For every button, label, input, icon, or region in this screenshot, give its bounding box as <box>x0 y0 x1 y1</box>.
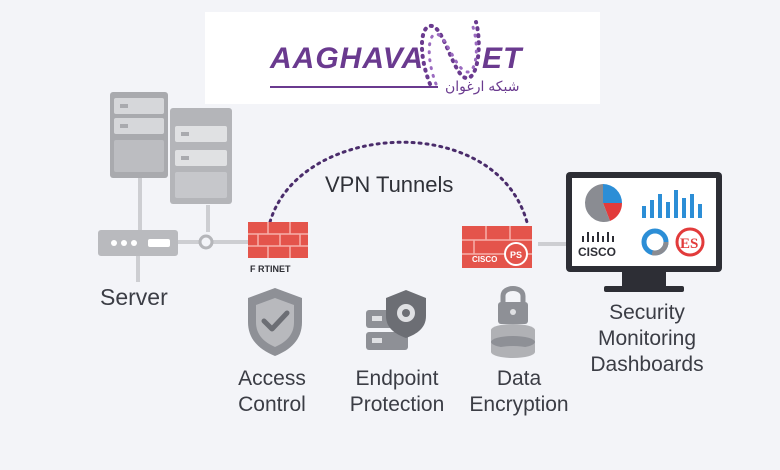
logo-subtitle: شبکه ارغوان <box>445 78 520 94</box>
access-control-line-2: Control <box>238 393 306 416</box>
server-tower-1 <box>110 92 168 178</box>
logo-underline <box>270 86 438 88</box>
cisco-firewall-brand: CISCO <box>472 255 497 264</box>
logo-background <box>205 12 600 104</box>
data-encryption-label: Data Encryption <box>456 366 582 418</box>
access-control-label: Access Control <box>222 366 322 418</box>
security-monitoring-label: Security Monitoring Dashboards <box>572 300 722 378</box>
endpoint-protection-line-1: Endpoint <box>355 367 439 390</box>
pie-chart-icon <box>584 184 623 222</box>
server-label: Server <box>100 284 168 310</box>
security-monitoring-line-2: Monitoring <box>597 327 697 350</box>
logo-text-left: AAGHAVA <box>270 42 425 75</box>
data-encryption-line-1: Data <box>496 367 542 390</box>
firewall-fortinet <box>248 222 308 258</box>
endpoint-server-gear-icon <box>366 290 426 350</box>
cisco-firewall-badge: PS <box>510 250 522 260</box>
logo-n-mark <box>419 20 481 86</box>
vpn-tunnels-label: VPN Tunnels <box>325 172 454 197</box>
logo-text-right: ET <box>482 42 523 75</box>
vpn-tunnel-arc <box>268 140 530 228</box>
monitor-es-text: ES <box>680 236 698 252</box>
server-tower-2 <box>170 108 232 204</box>
fortinet-brand: F RTINET <box>250 264 291 274</box>
cisco-logo-icon <box>582 232 614 242</box>
security-monitoring-line-1: Security <box>609 301 685 324</box>
shield-icon <box>248 288 302 356</box>
bar-chart-icon <box>642 190 702 218</box>
ring-chart-segment <box>641 228 669 256</box>
endpoint-protection-label: Endpoint Protection <box>334 366 460 418</box>
security-monitoring-line-3: Dashboards <box>590 353 704 376</box>
junction-node <box>198 234 214 250</box>
access-control-line-1: Access <box>238 367 306 390</box>
firewall-cisco <box>462 226 532 268</box>
monitor-cisco-text: CISCO <box>578 245 616 259</box>
database-lock-icon <box>491 286 535 358</box>
data-encryption-line-2: Encryption <box>469 393 569 416</box>
es-logo-icon <box>675 227 705 257</box>
endpoint-protection-line-2: Protection <box>349 393 445 416</box>
network-switch <box>98 230 178 256</box>
